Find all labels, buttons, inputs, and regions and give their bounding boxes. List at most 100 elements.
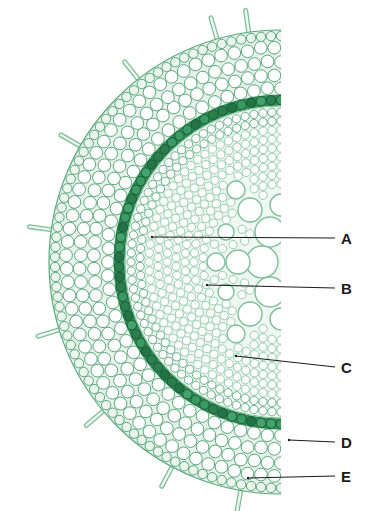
cortex-cell [106, 296, 119, 309]
cortex-cell [85, 353, 98, 366]
stele-cell [177, 146, 185, 154]
stele-cell [208, 381, 216, 389]
stele-cell [153, 173, 161, 181]
cortex-cell [152, 133, 165, 146]
stele-cell [167, 170, 175, 178]
epidermis-cell [266, 483, 275, 492]
cortex-cell [89, 236, 102, 249]
stele-cell [250, 378, 258, 386]
stele-cell [137, 244, 145, 252]
stele-cell [187, 354, 195, 362]
stele-cell [215, 395, 223, 403]
cortex-cell [221, 90, 234, 103]
cortex-cell [88, 327, 101, 340]
cortex-cell [79, 302, 92, 315]
epidermis-cell [227, 37, 236, 46]
stele-cell [154, 253, 162, 261]
stele-cell [246, 286, 254, 294]
endodermis-cell [167, 377, 176, 386]
cortex-cell [162, 91, 175, 104]
leader-line [289, 440, 335, 442]
stele-cell [180, 348, 188, 356]
stele-cell [156, 331, 164, 339]
cortex-cell [268, 41, 281, 54]
stele-cell [148, 231, 156, 239]
endodermis-cell [118, 223, 127, 232]
epidermis-cell [101, 114, 110, 123]
stele-cell [234, 172, 242, 180]
stele-cell [205, 289, 213, 297]
stele-cell [172, 163, 180, 171]
root-hair [61, 135, 83, 148]
stele-cell [177, 370, 185, 378]
cortex-cell [113, 160, 126, 173]
stele-cell [148, 180, 156, 188]
stele-cell [195, 207, 203, 215]
stele-cell [180, 317, 188, 325]
cortex-cell [191, 423, 204, 436]
stele-cell [185, 191, 193, 199]
cortex-cell [184, 77, 197, 90]
epidermis-cell [246, 481, 255, 490]
stele-cell [187, 203, 195, 211]
stele-cell [259, 118, 267, 126]
cortex-cell [147, 393, 160, 406]
endodermis-cell [147, 355, 156, 364]
leader-dot [235, 355, 237, 357]
stele-cell [225, 156, 233, 164]
stele-cell [229, 275, 237, 283]
endodermis-cell [191, 395, 200, 404]
stele-cell [268, 362, 276, 370]
stele-cell [200, 271, 208, 279]
epidermis-cell [171, 457, 180, 466]
endodermis-cell [227, 103, 236, 112]
xylem-cell [226, 250, 250, 274]
stele-cell [129, 231, 137, 239]
cortex-cell [142, 369, 155, 382]
stele-cell [165, 357, 173, 365]
stele-cell [259, 398, 267, 406]
cortex-cell [165, 71, 178, 84]
cortex-cell [98, 159, 111, 172]
endodermis-cell [115, 272, 124, 281]
endodermis-cell [127, 194, 136, 203]
xylem-cell [207, 253, 225, 271]
stele-cell [138, 235, 146, 243]
cortex-cell [60, 249, 73, 262]
epidermis-cell [122, 422, 131, 431]
stele-cell [137, 205, 145, 213]
epidermis-cell [101, 400, 110, 409]
cortex-cell [248, 427, 261, 440]
stele-cell [250, 147, 258, 155]
stele-cell [134, 213, 142, 221]
stele-cell [199, 253, 207, 261]
stele-cell [195, 166, 203, 174]
stele-cell [250, 138, 258, 146]
root-hair [162, 464, 174, 486]
stele-cell [127, 258, 135, 266]
cortex-cell [65, 302, 78, 315]
stele-cell [140, 319, 148, 327]
stele-cell [251, 350, 259, 358]
leader-line [152, 237, 335, 238]
stele-cell [190, 249, 198, 257]
stele-cell [203, 171, 211, 179]
cortex-cell [248, 85, 261, 98]
stele-cell [148, 335, 156, 343]
stele-cell [259, 127, 267, 135]
cortex-cell [241, 45, 254, 58]
stele-cell [268, 344, 276, 352]
cortex-cell [196, 441, 209, 454]
stele-cell [134, 302, 142, 310]
stele-cell [183, 305, 191, 313]
stele-cell [145, 209, 153, 217]
stele-cell [192, 134, 200, 142]
stele-cell [259, 182, 267, 190]
stele-cell [192, 320, 200, 328]
stele-cell [209, 360, 217, 368]
leader-dot [151, 236, 153, 238]
endodermis-cell [266, 96, 275, 105]
epidermis-cell [189, 466, 198, 475]
root-hair [38, 329, 62, 336]
cortex-cell [129, 373, 142, 386]
